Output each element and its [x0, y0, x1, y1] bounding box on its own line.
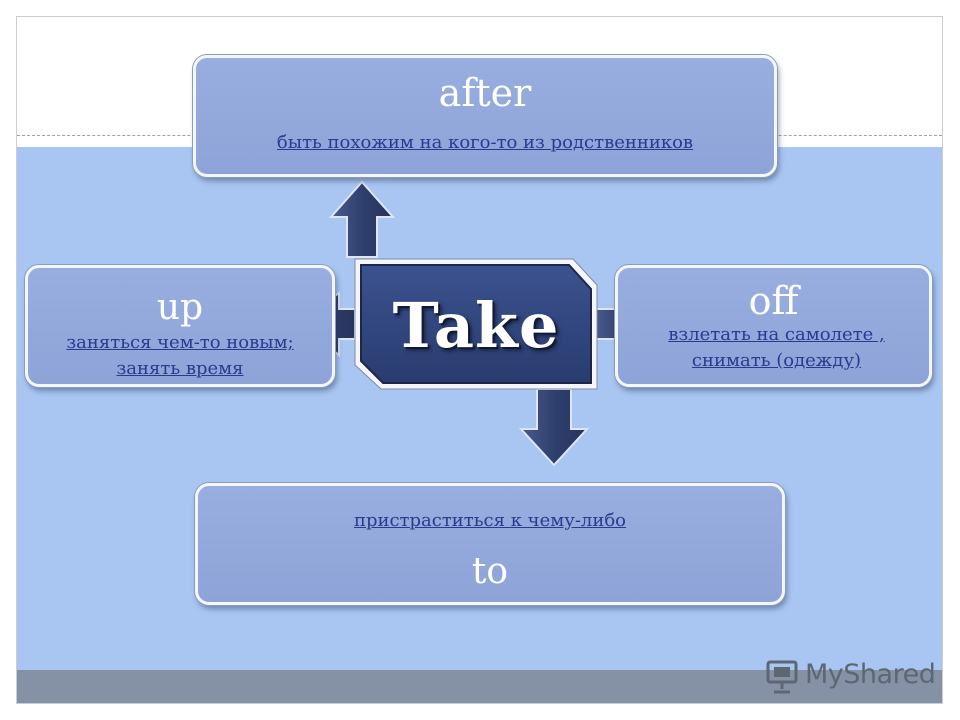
node-off-title: off	[748, 279, 799, 323]
node-to-title: to	[471, 551, 509, 592]
myshared-logo-text: MyShared	[805, 659, 936, 690]
arrow-up	[328, 180, 396, 258]
node-after-link[interactable]: быть похожим на кого-то из родственников	[276, 132, 694, 153]
projector-icon	[766, 660, 798, 694]
center-node-shape	[354, 258, 598, 390]
node-up: up заняться чем-то новым; занять время	[25, 265, 335, 387]
node-to: пристраститься к чему-либо to	[195, 483, 785, 605]
myshared-logo: MyShared	[765, 657, 936, 697]
node-up-link-line2[interactable]: занять время	[116, 358, 244, 379]
node-off-link-line2[interactable]: снимать (одежду)	[691, 350, 862, 371]
node-up-title: up	[156, 287, 204, 328]
slide: after быть похожим на кого-то из родстве…	[16, 16, 943, 704]
node-up-link-line1[interactable]: заняться чем-то новым;	[66, 332, 294, 353]
node-off-link[interactable]: взлетать на самолете , снимать (одежду)	[624, 322, 929, 374]
center-node-label: Take	[392, 289, 560, 362]
center-node-take: Take	[351, 255, 601, 393]
node-off: off взлетать на самолете , снимать (одеж…	[615, 265, 932, 387]
node-after-title: after	[438, 71, 532, 115]
node-to-link[interactable]: пристраститься к чему-либо	[353, 510, 627, 531]
arrow-down	[518, 388, 590, 467]
node-after: after быть похожим на кого-то из родстве…	[193, 55, 777, 177]
node-off-link-line1[interactable]: взлетать на самолете ,	[668, 324, 885, 345]
node-up-link[interactable]: заняться чем-то новым; занять время	[28, 330, 332, 382]
